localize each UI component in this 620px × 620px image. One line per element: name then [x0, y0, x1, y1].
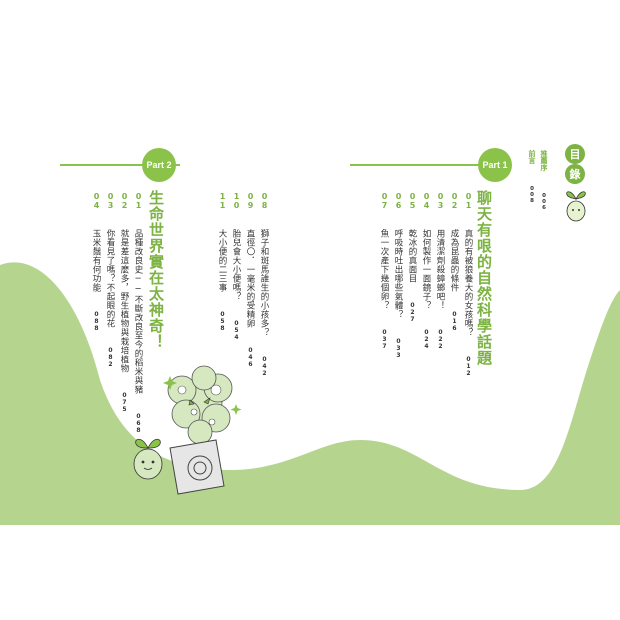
entry-title: 胎兒會大小便嗎？	[231, 229, 241, 301]
entry-number: 09	[246, 192, 255, 210]
part1-badge: Part 1	[478, 148, 512, 182]
toc-entry[interactable]: 07 魚一次產下幾個卵？ 037	[376, 192, 392, 350]
toc-entry[interactable]: 10 胎兒會大小便嗎？ 054	[228, 192, 244, 341]
part1-divider	[350, 164, 510, 166]
toc-entry[interactable]: 03 你看見了嗎？不起眼的花 082	[102, 192, 118, 368]
toc-entry[interactable]: 08 獅子和斑馬誰生的小孩多？ 042	[256, 192, 272, 377]
toc-heading-char-2: 錄	[565, 164, 585, 184]
entry-page: 042	[261, 356, 268, 377]
toc-entry[interactable]: 02 就是差這麼多，野生植物與栽培植物 075	[116, 192, 132, 413]
toc-entry[interactable]: 04 如何製作一面鏡子？ 024	[418, 192, 434, 350]
entry-title: 如何製作一面鏡子？	[421, 229, 431, 310]
entry-title: 真的有被狼養大的女孩嗎？	[463, 229, 473, 337]
entry-number: 07	[380, 192, 389, 210]
entry-number: 05	[408, 192, 417, 210]
entry-page: 088	[93, 311, 100, 332]
entry-page: 068	[135, 413, 142, 434]
toc-entry[interactable]: 04 玉米鬚有何功能 088	[88, 192, 104, 332]
part2-badge: Part 2	[142, 148, 176, 182]
intro-page: 008	[529, 186, 535, 204]
entry-page: 022	[437, 329, 444, 350]
entry-title: 直徑〇．一毫米的受精卵	[245, 229, 255, 328]
entry-number: 06	[394, 192, 403, 210]
entry-page: 027	[409, 302, 416, 323]
entry-page: 054	[233, 320, 240, 341]
entry-number: 01	[134, 192, 143, 210]
entry-page: 033	[395, 338, 402, 359]
toc-entry[interactable]: 05 乾冰的真面目 027	[404, 192, 420, 323]
entry-number: 04	[422, 192, 431, 210]
entry-number: 11	[218, 192, 227, 210]
entry-number: 03	[436, 192, 445, 210]
toc-entry[interactable]: 01 真的有被狼養大的女孩嗎？ 012	[460, 192, 476, 377]
entry-title: 成為昆蟲的條件	[449, 229, 459, 292]
entry-number: 04	[92, 192, 101, 210]
entry-page: 016	[451, 311, 458, 332]
entry-title: 用清潔劑殺蟑螂吧！	[435, 229, 445, 310]
entry-title: 獅子和斑馬誰生的小孩多？	[259, 229, 269, 337]
entry-number: 01	[464, 192, 473, 210]
part2-title: 生命世界實在太神奇！	[147, 190, 165, 350]
intro-label: 推薦序	[540, 150, 548, 171]
toc-heading-char-1: 目	[565, 144, 585, 164]
intro-entry-preface[interactable]: 推薦序 006	[540, 150, 548, 211]
entry-page: 046	[247, 347, 254, 368]
entry-title: 你看見了嗎？不起眼的花	[105, 229, 115, 328]
entry-number: 10	[232, 192, 241, 210]
entry-page: 012	[465, 356, 472, 377]
entry-number: 08	[260, 192, 269, 210]
intro-entry-foreword[interactable]: 前言 008	[528, 150, 536, 204]
toc-entry[interactable]: 06 呼吸時吐出哪些氣體？ 033	[390, 192, 406, 359]
entry-title: 品種改良史──不斷改良至今的稻米與豬	[133, 229, 143, 394]
sprout-mascot-icon	[566, 191, 586, 222]
intro-label: 前言	[528, 150, 536, 164]
entry-title: 玉米鬚有何功能	[91, 229, 101, 292]
entry-number: 02	[120, 192, 129, 210]
intro-page: 006	[541, 193, 547, 211]
entry-page: 024	[423, 329, 430, 350]
entry-page: 075	[121, 392, 128, 413]
entry-title: 乾冰的真面目	[407, 229, 417, 283]
entry-page: 037	[381, 329, 388, 350]
entry-page: 082	[107, 347, 114, 368]
toc-entry[interactable]: 02 成為昆蟲的條件 016	[446, 192, 462, 332]
part2-divider	[60, 164, 180, 166]
toc-entry[interactable]: 01 品種改良史──不斷改良至今的稻米與豬 068	[130, 192, 146, 434]
entry-page: 058	[219, 311, 226, 332]
entry-number: 02	[450, 192, 459, 210]
toc-entry[interactable]: 09 直徑〇．一毫米的受精卵 046	[242, 192, 258, 368]
part1-title: 聊天有哏的自然科學話題	[475, 190, 493, 366]
entry-title: 大小便的二三事	[217, 229, 227, 292]
entry-number: 03	[106, 192, 115, 210]
sprout-mascot-box-illustration	[133, 365, 242, 495]
entry-title: 就是差這麼多，野生植物與栽培植物	[119, 229, 129, 373]
toc-entry[interactable]: 03 用清潔劑殺蟑螂吧！ 022	[432, 192, 448, 350]
toc-entry[interactable]: 11 大小便的二三事 058	[214, 192, 230, 332]
entry-title: 呼吸時吐出哪些氣體？	[393, 229, 403, 319]
entry-title: 魚一次產下幾個卵？	[379, 229, 389, 310]
